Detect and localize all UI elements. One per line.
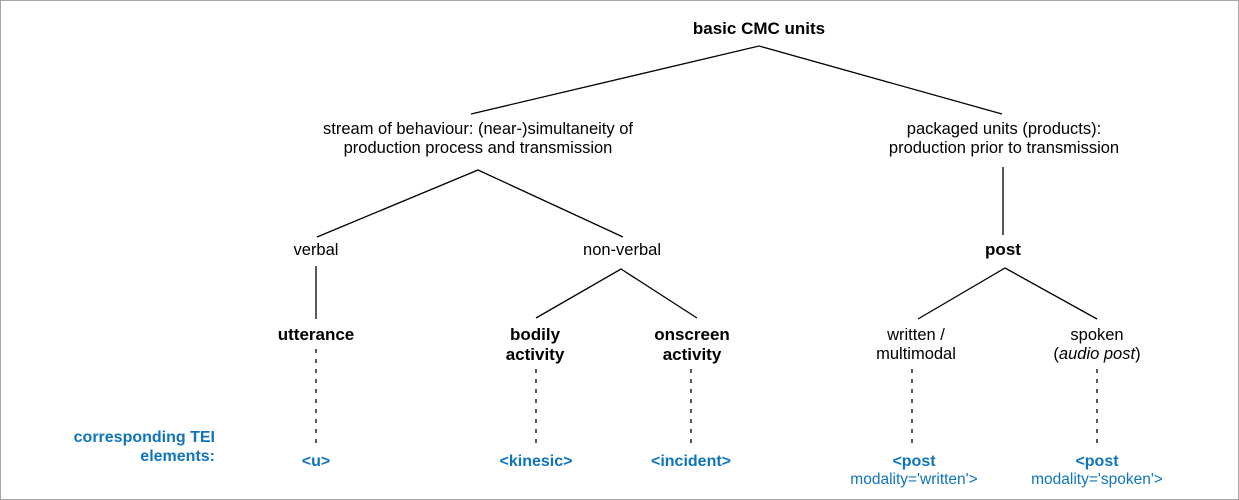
node-spoken-label: spoken: [1070, 326, 1124, 344]
edge-post-to-level4: [917, 267, 1098, 320]
node-utterance: utterance: [277, 325, 355, 344]
tei-post-written-attr: modality='written'>: [850, 471, 978, 489]
edge-root-to-level2: [470, 45, 1003, 115]
tei-post-spoken-tag: <post: [1075, 453, 1119, 470]
node-written-multimodal: written / multimodal: [876, 326, 956, 364]
node-spoken-audio-post: spoken (audio post): [987, 326, 1207, 365]
node-packaged-units: packaged units (products): production pr…: [888, 120, 1120, 158]
node-stream-of-behaviour: stream of behaviour: (near-)simultaneity…: [323, 120, 633, 158]
tei-element-incident: <incident>: [650, 453, 732, 470]
tei-element-post-written: <post modality='written'>: [799, 452, 1029, 490]
node-audio-post-italic: audio post: [1058, 345, 1136, 364]
tei-element-kinesic: <kinesic>: [499, 453, 573, 470]
node-post: post: [985, 240, 1021, 259]
node-audio-post-open-paren: (: [1053, 345, 1059, 364]
tei-element-u: <u>: [301, 453, 331, 470]
node-non-verbal: non-verbal: [583, 241, 661, 259]
tei-legend-label: corresponding TEI elements:: [73, 429, 215, 466]
tei-element-post-spoken: <post modality='spoken'>: [982, 452, 1212, 490]
node-onscreen-activity: onscreen activity: [654, 325, 730, 364]
edge-nonverbal-to-level4: [535, 268, 698, 319]
tei-post-written-tag: <post: [892, 453, 936, 470]
node-basic-cmc-units: basic CMC units: [692, 19, 826, 38]
edge-stream-to-level3: [316, 169, 624, 238]
node-bodily-activity: bodily activity: [505, 325, 565, 364]
node-audio-post-close-paren: ): [1135, 345, 1141, 364]
node-verbal: verbal: [293, 241, 339, 259]
tei-post-spoken-attr: modality='spoken'>: [1031, 471, 1163, 489]
